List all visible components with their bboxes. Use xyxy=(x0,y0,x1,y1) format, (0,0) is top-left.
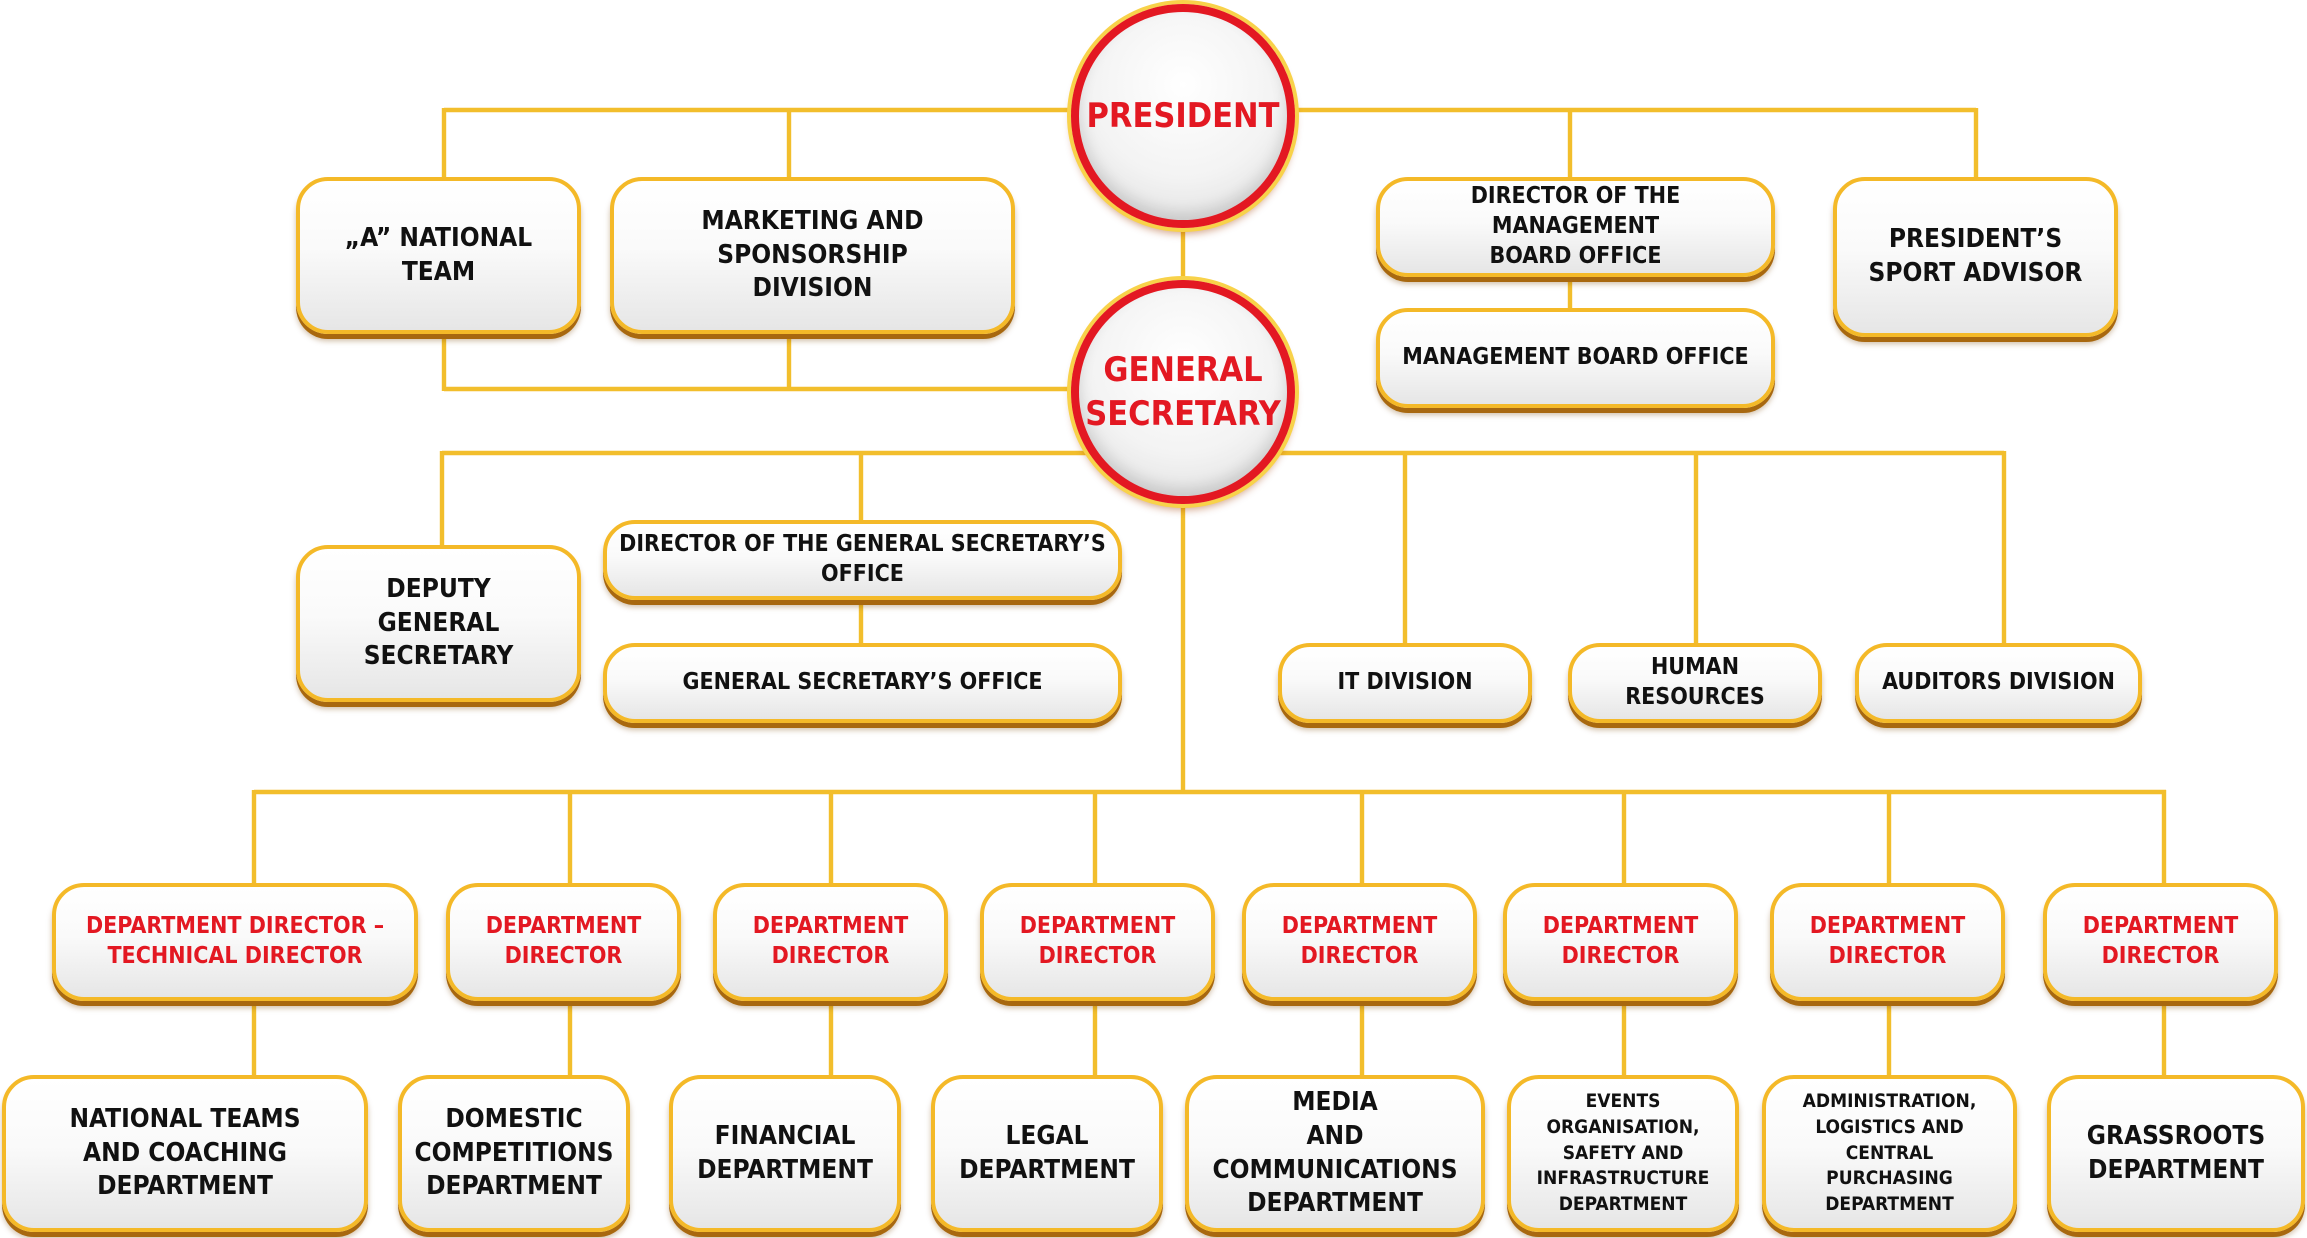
marketing-sponsorship-box: MARKETING AND SPONSORSHIP DIVISION xyxy=(610,177,1015,334)
department-box: LEGAL DEPARTMENT xyxy=(931,1075,1163,1232)
department-director-box: DEPARTMENT DIRECTOR xyxy=(446,883,681,1001)
department-box: MEDIA AND COMMUNICATIONS DEPARTMENT xyxy=(1185,1075,1485,1232)
department-box: ADMINISTRATION, LOGISTICS AND CENTRAL PU… xyxy=(1762,1075,2017,1232)
department-director-box: DEPARTMENT DIRECTOR – TECHNICAL DIRECTOR xyxy=(52,883,418,1001)
deputy-general-secretary-box: DEPUTY GENERAL SECRETARY xyxy=(296,545,581,702)
department-box: EVENTS ORGANISATION, SAFETY AND INFRASTR… xyxy=(1507,1075,1739,1232)
it-division-box: IT DIVISION xyxy=(1278,643,1532,723)
department-box: FINANCIAL DEPARTMENT xyxy=(669,1075,901,1232)
director-management-board-office-box: DIRECTOR OF THE MANAGEMENT BOARD OFFICE xyxy=(1376,177,1775,277)
president-sport-advisor-box: PRESIDENT’S SPORT ADVISOR xyxy=(1833,177,2118,337)
director-general-secretary-office-box: DIRECTOR OF THE GENERAL SECRETARY’S OFFI… xyxy=(603,520,1122,600)
department-director-box: DEPARTMENT DIRECTOR xyxy=(1503,883,1738,1001)
department-director-box: DEPARTMENT DIRECTOR xyxy=(2043,883,2278,1001)
department-director-box: DEPARTMENT DIRECTOR xyxy=(980,883,1215,1001)
department-director-box: DEPARTMENT DIRECTOR xyxy=(1770,883,2005,1001)
department-box: NATIONAL TEAMS AND COACHING DEPARTMENT xyxy=(2,1075,368,1232)
auditors-division-box: AUDITORS DIVISION xyxy=(1855,643,2142,723)
department-director-box: DEPARTMENT DIRECTOR xyxy=(713,883,948,1001)
department-director-box: DEPARTMENT DIRECTOR xyxy=(1242,883,1477,1001)
management-board-office-box: MANAGEMENT BOARD OFFICE xyxy=(1376,308,1775,408)
general-secretary-node: GENERAL SECRETARY xyxy=(1071,280,1295,504)
a-national-team-box: „A” NATIONAL TEAM xyxy=(296,177,581,334)
general-secretary-office-box: GENERAL SECRETARY’S OFFICE xyxy=(603,643,1122,723)
department-box: GRASSROOTS DEPARTMENT xyxy=(2047,1075,2305,1232)
department-box: DOMESTIC COMPETITIONS DEPARTMENT xyxy=(398,1075,630,1232)
president-node: PRESIDENT xyxy=(1071,4,1295,228)
human-resources-box: HUMAN RESOURCES xyxy=(1568,643,1822,723)
